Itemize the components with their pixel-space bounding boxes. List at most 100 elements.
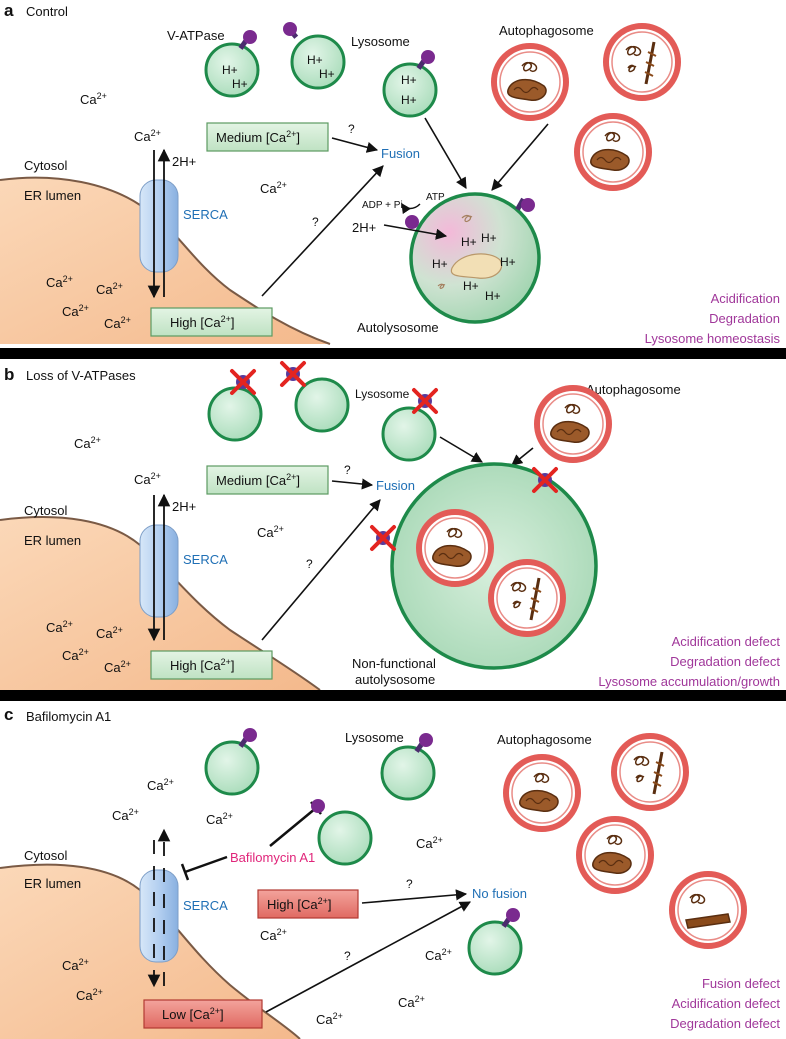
ca-label: Ca2+ xyxy=(257,524,284,540)
autophagosome xyxy=(494,46,566,118)
lysosome-label: Lysosome xyxy=(355,387,410,401)
ca-label: Ca2+ xyxy=(62,303,89,319)
autophagosome xyxy=(537,388,609,460)
medium-ca-box xyxy=(206,122,329,152)
svg-text:H+: H+ xyxy=(222,63,238,77)
ca-label: Ca2+ xyxy=(134,128,161,144)
ca-label: Ca2+ xyxy=(96,625,123,641)
er-lumen-label: ER lumen xyxy=(24,876,81,891)
svg-text:H+: H+ xyxy=(319,67,335,81)
nonfunctional-label: autolysosome xyxy=(355,672,435,687)
ca-label: Ca2+ xyxy=(206,811,233,827)
panel-a-title: Control xyxy=(26,4,68,19)
medium-ca-text: Medium [Ca2+] xyxy=(216,129,300,145)
outcome-text: Fusion defect xyxy=(702,976,780,991)
outcome-text: Acidification defect xyxy=(672,634,781,649)
high-to-fusion-arrow xyxy=(261,165,384,297)
autophagosome xyxy=(606,26,678,98)
ca-label: Ca2+ xyxy=(96,281,123,297)
panel-b-letter: b xyxy=(4,365,14,384)
two-h-label: 2H+ xyxy=(352,220,376,235)
bafilomycin-label: Bafilomycin A1 xyxy=(230,850,315,865)
ca-label: Ca2+ xyxy=(134,471,161,487)
question-mark: ? xyxy=(344,949,351,963)
outcome-text: Acidification defect xyxy=(672,996,781,1011)
svg-text:H+: H+ xyxy=(481,231,497,245)
outcome-text: Degradation defect xyxy=(670,654,780,669)
medium-to-fusion-arrow xyxy=(331,137,379,153)
two-h-label: 2H+ xyxy=(172,154,196,169)
panel-divider xyxy=(0,348,786,359)
lysosome-label: Lysosome xyxy=(351,34,410,49)
low-ca-box xyxy=(143,999,263,1029)
panel-b: b Loss of V-ATPases Cytosol ER lumen SER… xyxy=(0,361,781,691)
serca-label: SERCA xyxy=(183,207,228,222)
ca-label: Ca2+ xyxy=(80,91,107,107)
panel-b-title: Loss of V-ATPases xyxy=(26,368,136,383)
panel-a: a Control Cytosol ER lumen SERCA 2H+ Ca2… xyxy=(0,1,780,346)
serca-pump xyxy=(139,179,179,273)
autophagosome-to-autolysosome-arrow xyxy=(491,123,549,191)
atp-label: ATP xyxy=(426,192,445,203)
autophagosome-label: Autophagosome xyxy=(586,382,681,397)
low-to-nofusion-arrow xyxy=(265,901,471,1013)
lysosome: H+ H+ xyxy=(204,28,260,98)
inactive-vatpase-icon xyxy=(370,525,396,551)
inactive-vatpase-icon xyxy=(280,361,306,387)
cytosol-label: Cytosol xyxy=(24,158,67,173)
svg-text:H+: H+ xyxy=(232,77,248,91)
ca-label: Ca2+ xyxy=(46,619,73,635)
inactive-vatpase-icon xyxy=(412,388,438,414)
svg-text:H+: H+ xyxy=(461,235,477,249)
autophagosome xyxy=(614,736,686,808)
autophagosome xyxy=(672,874,744,946)
svg-text:H+: H+ xyxy=(307,53,323,67)
lysosome-label: Lysosome xyxy=(345,730,404,745)
ca-label: Ca2+ xyxy=(62,647,89,663)
ca-label: Ca2+ xyxy=(104,659,131,675)
lysosome: H+ H+ xyxy=(283,22,346,90)
outcome-text: Acidification xyxy=(711,291,780,306)
lysosome: H+ H+ xyxy=(382,48,438,118)
svg-text:H+: H+ xyxy=(500,255,516,269)
high-ca-box xyxy=(150,307,273,337)
outcome-text: Lysosome accumulation/growth xyxy=(598,674,780,689)
medium-ca-text: Medium [Ca2+] xyxy=(216,472,300,488)
outcome-text: Degradation xyxy=(709,311,780,326)
high-to-fusion-arrow xyxy=(261,499,381,641)
bafilomycin-inhibit-serca xyxy=(184,855,228,874)
svg-text:H+: H+ xyxy=(401,73,417,87)
autolysosome-label: Autolysosome xyxy=(357,320,439,335)
ca-label: Ca2+ xyxy=(74,435,101,451)
high-ca-box xyxy=(257,889,359,919)
ca-label: Ca2+ xyxy=(316,1011,343,1027)
ca-label: Ca2+ xyxy=(260,927,287,943)
ca-label: Ca2+ xyxy=(260,180,287,196)
medium-to-fusion-arrow xyxy=(331,478,374,490)
svg-text:H+: H+ xyxy=(485,289,501,303)
serca-label: SERCA xyxy=(183,898,228,913)
fusion-label: Fusion xyxy=(381,146,420,161)
question-mark: ? xyxy=(312,215,319,229)
question-mark: ? xyxy=(348,122,355,136)
autophagosome-label: Autophagosome xyxy=(499,23,594,38)
serca-label: SERCA xyxy=(183,552,228,567)
ca-label: Ca2+ xyxy=(425,947,452,963)
panel-c: c Bafilomycin A1 Cytosol ER lumen SERCA … xyxy=(0,705,780,1039)
fusion-label: Fusion xyxy=(376,478,415,493)
medium-ca-box xyxy=(206,465,329,495)
ca-label: Ca2+ xyxy=(112,807,139,823)
ca-label: Ca2+ xyxy=(147,777,174,793)
svg-text:H+: H+ xyxy=(463,279,479,293)
ca-label: Ca2+ xyxy=(416,835,443,851)
low-ca-text: Low [Ca2+] xyxy=(162,1006,224,1022)
high-ca-text: High [Ca2+] xyxy=(170,657,234,673)
high-ca-box xyxy=(150,650,273,680)
high-ca-text: High [Ca2+] xyxy=(170,314,234,330)
high-to-nofusion-arrow xyxy=(361,889,468,904)
outcome-text: Degradation defect xyxy=(670,1016,780,1031)
autophagosome xyxy=(506,757,578,829)
question-mark: ? xyxy=(406,877,413,891)
lysosome xyxy=(204,726,260,796)
